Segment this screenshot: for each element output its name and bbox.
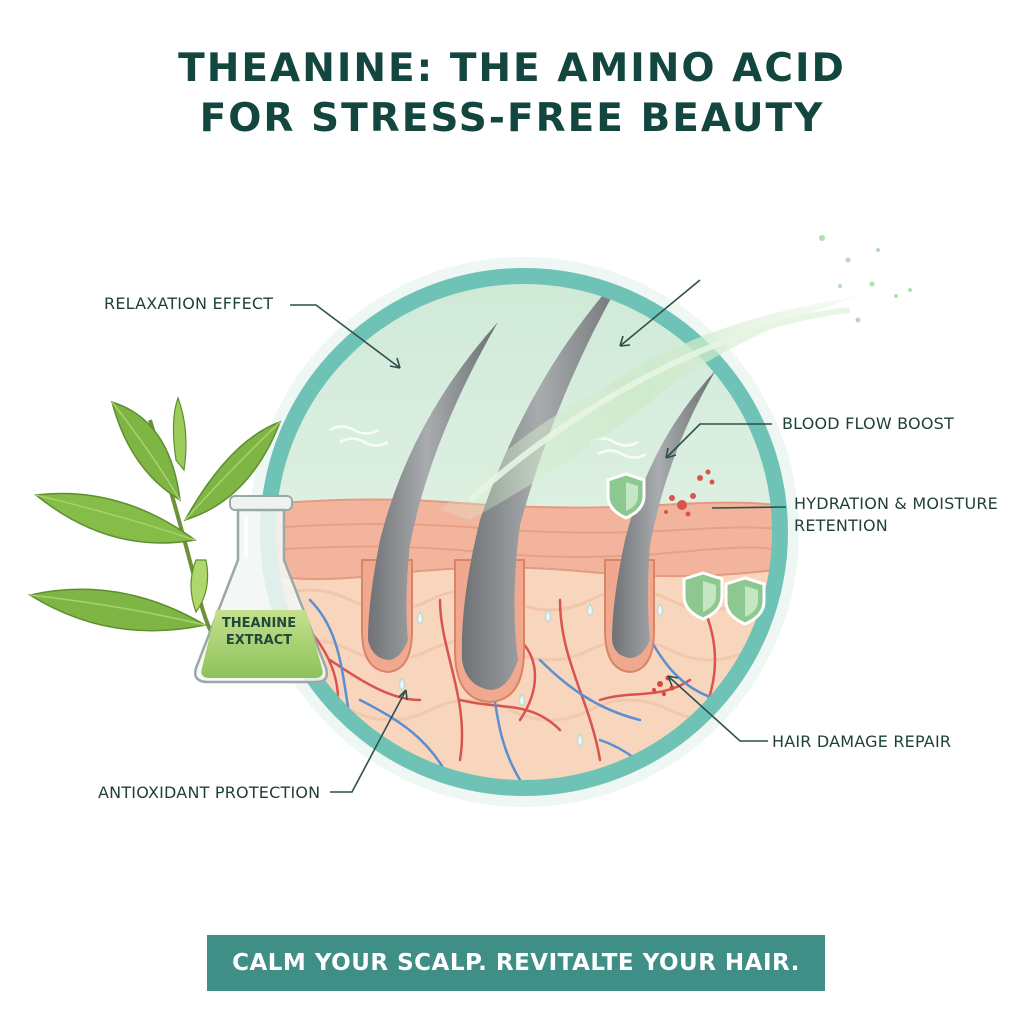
- leader-relaxation: [290, 304, 401, 369]
- shield-icon: [724, 576, 766, 626]
- leader-blood-flow: [665, 423, 772, 459]
- tagline-banner: CALM YOUR SCALP. REVITALTE YOUR HAIR.: [207, 935, 825, 991]
- stream-particles: [819, 235, 912, 323]
- blood-cell-cluster: [664, 469, 715, 517]
- shield-icon: [606, 472, 646, 520]
- flask-liquid: [201, 610, 323, 678]
- leader-hair-repair: [667, 675, 768, 742]
- label-relaxation-effect: RELAXATION EFFECT: [104, 294, 274, 313]
- shield-icon: [682, 571, 724, 621]
- label-blood-flow-boost: BLOOD FLOW BOOST: [782, 414, 954, 433]
- label-antioxidant-protection: ANTIOXIDANT PROTECTION: [98, 783, 321, 802]
- leader-hydration: [711, 506, 787, 509]
- flask-label-line-2: EXTRACT: [225, 633, 293, 648]
- moisture-droplets: [398, 602, 664, 747]
- theanine-flask: [194, 495, 329, 684]
- flask-label: THEANINE EXTRACT: [206, 615, 312, 649]
- hair-strand-1: [368, 322, 498, 660]
- title-line-2: FOR STRESS-FREE BEAUTY: [199, 96, 825, 141]
- tea-leaf-branch: [28, 396, 282, 662]
- label-hair-damage-repair: HAIR DAMAGE REPAIR: [772, 732, 952, 751]
- label-hydration: HYDRATION & MOISTURE RETENTION: [794, 493, 998, 537]
- label-hydration-line-2: RETENTION: [794, 516, 888, 535]
- hair-strand-2: [461, 280, 632, 690]
- hair-strand-3: [612, 370, 716, 658]
- blood-vessels: [298, 598, 717, 762]
- leader-stream: [619, 279, 701, 347]
- flask-label-line-1: THEANINE: [221, 616, 297, 631]
- leader-antioxidant: [330, 689, 407, 793]
- leader-lines: [290, 279, 787, 793]
- page-title: THEANINE: THE AMINO ACID FOR STRESS-FREE…: [0, 44, 1024, 144]
- theanine-stream: [440, 296, 860, 520]
- label-hydration-line-1: HYDRATION & MOISTURE: [794, 494, 998, 513]
- title-line-1: THEANINE: THE AMINO ACID: [178, 46, 846, 91]
